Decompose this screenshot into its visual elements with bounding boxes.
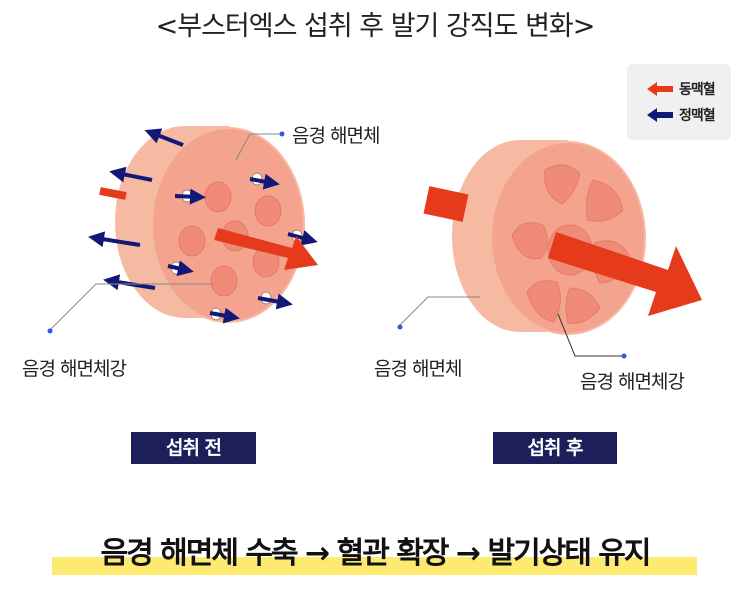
cylinder-after [397, 140, 702, 359]
label-corpus-before: 음경 해면체 [292, 125, 380, 147]
badge-after: 섭취 후 [493, 432, 617, 464]
summary-text: 음경 해면체 수축 → 혈관 확장 → 발기상태 유지 [100, 536, 651, 571]
cylinder-before [47, 126, 318, 334]
label-cavity-before: 음경 해면체강 [22, 358, 127, 380]
legend-item-vein: 정맥혈 [647, 105, 716, 125]
label-corpus-after: 음경 해면체 [374, 358, 462, 380]
legend: 동맥혈 정맥혈 [627, 64, 731, 140]
page-title: <부스터엑스 섭취 후 발기 강직도 변화> [155, 11, 596, 42]
legend-label-vein: 정맥혈 [679, 108, 716, 124]
badge-before: 섭취 전 [131, 432, 256, 464]
legend-item-artery: 동맥혈 [647, 79, 716, 99]
red-arrow-icon [647, 82, 673, 96]
label-cavity-after: 음경 해면체강 [580, 371, 685, 393]
blue-arrow-icon [647, 108, 673, 122]
legend-label-artery: 동맥혈 [679, 82, 716, 98]
summary-highlight [52, 557, 697, 575]
